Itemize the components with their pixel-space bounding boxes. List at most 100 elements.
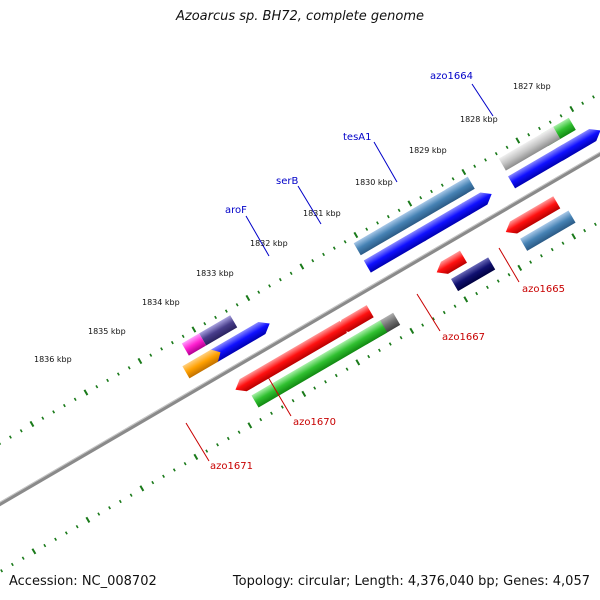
accession-text: Accession: NC_008702 xyxy=(9,574,157,589)
ruler-tick xyxy=(593,222,597,227)
ruler-tick xyxy=(118,499,122,504)
ruler-label: 1828 kbp xyxy=(460,115,498,124)
ruler-tick xyxy=(299,263,305,270)
ruler-tick xyxy=(73,397,77,402)
gene-feature[interactable] xyxy=(417,198,478,242)
ruler-tick xyxy=(355,359,361,366)
ruler-label: 1834 kbp xyxy=(142,298,180,307)
ruler-tick xyxy=(278,277,282,282)
ruler-tick xyxy=(301,390,307,397)
ruler-tick xyxy=(62,403,66,408)
gene-label-azo1667[interactable]: azo1667 xyxy=(442,332,485,343)
ruler-tick xyxy=(160,347,164,351)
ruler-label: 1827 kbp xyxy=(513,82,551,91)
ruler-tick xyxy=(291,398,295,403)
gene-label-tesa1[interactable]: tesA1 xyxy=(343,132,372,143)
ruler-tick xyxy=(430,189,433,194)
ruler-tick xyxy=(332,246,336,250)
ruler-tick xyxy=(183,461,187,466)
ruler-tick xyxy=(129,493,133,497)
ruler-tick xyxy=(127,366,131,370)
ruler-tick xyxy=(191,326,197,333)
gene-feature[interactable] xyxy=(508,140,577,189)
gene-feature[interactable] xyxy=(353,181,467,256)
gene-label-azo1664[interactable]: azo1664 xyxy=(430,71,473,82)
ruler-tick xyxy=(517,264,523,271)
ruler-tick xyxy=(214,315,218,320)
ruler-label: 1831 kbp xyxy=(303,209,341,218)
ruler-label: 1833 kbp xyxy=(196,269,234,278)
ruler-tick xyxy=(43,543,47,548)
ruler-tick xyxy=(226,436,230,441)
gene-feature[interactable] xyxy=(520,210,576,251)
ruler-tick xyxy=(473,164,477,168)
ruler-tick xyxy=(343,240,347,244)
ruler-tick xyxy=(97,512,101,516)
gene-feature[interactable] xyxy=(181,333,207,356)
ruler-tick xyxy=(592,95,595,99)
ruler-tick xyxy=(334,373,338,378)
ruler-tick xyxy=(409,327,415,334)
gene-feature[interactable] xyxy=(199,315,238,346)
ruler-tick xyxy=(116,372,120,376)
gene-feature[interactable] xyxy=(251,320,388,408)
ruler-tick xyxy=(324,380,327,384)
ruler-label: 1835 kbp xyxy=(88,327,126,336)
ruler-tick xyxy=(64,531,68,535)
ruler-tick xyxy=(559,114,563,118)
ruler-tick xyxy=(484,158,487,162)
gene-feature[interactable] xyxy=(502,196,561,238)
ruler-tick xyxy=(54,537,58,541)
ruler-label: 1829 kbp xyxy=(409,146,447,155)
ruler-tick xyxy=(270,411,273,415)
ruler-tick xyxy=(386,214,390,219)
ruler-tick xyxy=(172,468,176,472)
ruler-label: 1836 kbp xyxy=(34,355,72,364)
ruler-tick xyxy=(313,386,317,390)
ruler-tick xyxy=(463,296,469,303)
gene-feature[interactable] xyxy=(498,126,561,171)
ruler-tick xyxy=(561,241,565,245)
ruler-tick xyxy=(19,429,23,433)
ruler-tick xyxy=(0,569,4,573)
ruler-tick xyxy=(569,105,575,113)
gene-feature[interactable] xyxy=(433,250,467,279)
ruler-tick xyxy=(581,101,585,105)
ruler-tick xyxy=(170,340,174,345)
ruler-tick xyxy=(205,449,209,453)
label-leader-lines xyxy=(185,83,520,462)
ruler-tick xyxy=(203,322,207,326)
ruler-tick xyxy=(85,516,91,523)
ruler-tick xyxy=(367,354,371,359)
ruler-tick xyxy=(0,441,2,446)
ruler-tick xyxy=(507,273,511,277)
ruler-tick xyxy=(181,334,185,339)
ruler-tick xyxy=(31,548,37,555)
gene-label-arof[interactable]: aroF xyxy=(225,205,247,216)
gene-feature[interactable] xyxy=(451,257,496,292)
ruler-labels: 1827 kbp 1828 kbp 1829 kbp 1830 kbp 1831… xyxy=(34,82,551,364)
ruler-tick xyxy=(451,177,455,181)
gene-label-serb[interactable]: serB xyxy=(276,176,298,187)
ruler-tick xyxy=(21,556,25,560)
ruler-tick xyxy=(151,480,155,485)
ruler-tick xyxy=(453,304,457,308)
gene-feature[interactable] xyxy=(334,305,374,336)
ruler-tick xyxy=(505,145,509,150)
gene-feature[interactable] xyxy=(363,224,434,273)
ruler-tick xyxy=(162,474,165,478)
gene-feature[interactable] xyxy=(232,320,347,396)
gene-label-azo1671[interactable]: azo1671 xyxy=(210,461,253,472)
gene-label-azo1665[interactable]: azo1665 xyxy=(522,284,565,295)
gene-feature[interactable] xyxy=(210,317,273,363)
ruler-tick xyxy=(496,279,500,283)
ruler-tick xyxy=(216,443,219,447)
ruler-tick xyxy=(485,285,489,290)
ruler-tick xyxy=(550,247,554,252)
ruler-tick xyxy=(108,506,112,510)
ruler-tick xyxy=(432,317,435,321)
ruler-tick xyxy=(237,430,241,434)
ruler-tick xyxy=(193,453,199,460)
gene-feature[interactable] xyxy=(182,346,224,379)
gene-label-azo1670[interactable]: azo1670 xyxy=(293,417,336,428)
